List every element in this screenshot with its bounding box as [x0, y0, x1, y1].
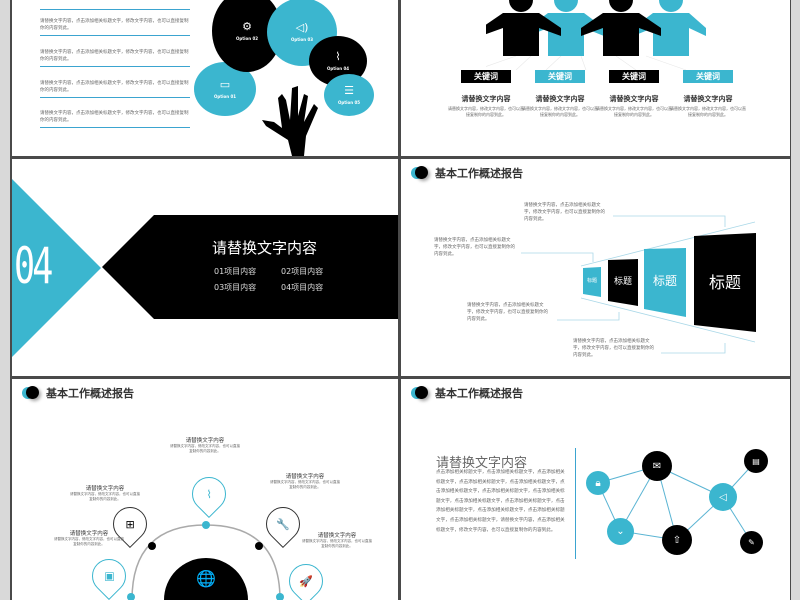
people-group-icon — [486, 0, 706, 70]
slide-thumbnail-5[interactable]: 基本工作概述报告 🌐 ⌇ ⊞ 🔧 ▣ 🚀 请替换文字内容请替换文字内容，修改文字… — [12, 379, 398, 600]
list-item — [40, 0, 190, 10]
keyword-badge-1: 关键词 — [461, 70, 511, 83]
section-title: 请替换文字内容 — [212, 239, 318, 257]
server-icon: ☰ — [344, 84, 354, 97]
speaker-icon: ◁) — [295, 21, 309, 34]
document-upload-icon: ⇧ — [662, 525, 692, 555]
keyword-text-3: 请替换文字内容请替换文字内容，修改文字内容，也可以直接复制你的内容到此。 — [596, 95, 672, 117]
arc-diagram — [127, 521, 284, 600]
content-title: 请替换文字内容 — [436, 456, 528, 471]
hand-icon — [262, 86, 318, 156]
keyword-badge-3: 关键词 — [609, 70, 659, 83]
keyword-text-4: 请替换文字内容请替换文字内容，修改文字内容，也可以直接复制你的内容到此。 — [670, 95, 746, 117]
mail-icon: ✉ — [642, 451, 672, 481]
list-item: 请替换文字内容，点击添加相关标题文字，修改文字内容，也可以直接复制你的内容到此。 — [40, 110, 190, 128]
arc-item-lower-right: 请替换文字内容请替换文字内容，修改文字内容，也可以直接复制你的内容到此。 — [302, 533, 372, 548]
funnel-diagram — [521, 215, 756, 354]
funnel-text-3: 请替换文字内容，点击添加相关标题文字，修改文字内容，也可以直接复制你的内容到此。 — [467, 303, 548, 322]
funnel-text-4: 请替换文字内容，点击添加相关标题文字，修改文字内容，也可以直接复制你的内容到此。 — [573, 339, 654, 358]
header-dot-icon — [22, 386, 44, 400]
header-dot-icon — [411, 166, 433, 180]
slide-thumbnail-4[interactable]: 基本工作概述报告 标题 标题 标题 标题 请替换文字内容，点击添加相关标题文字，… — [401, 159, 790, 376]
rocket-icon: 🚀 — [299, 574, 313, 588]
presentation-icon: ▣ — [103, 569, 115, 583]
keyword-badge-2: 关键词 — [535, 70, 585, 83]
slide-header: 基本工作概述报告 — [411, 385, 523, 401]
content-body: 点击添加相关标题文字，点击添加相关标题文字，点击添加相关标题文字，点击添加相关标… — [436, 470, 565, 533]
gear-icon: ⚙ — [242, 20, 252, 33]
slide-thumbnail-1[interactable]: 请替换文字内容，点击添加相关标题文字，修改文字内容，也可以直接复制你的内容到此。… — [12, 0, 398, 156]
slide-header: 基本工作概述报告 — [411, 165, 523, 181]
share-icon: ⌄ — [607, 518, 634, 545]
slide-thumbnail-2[interactable]: 关键词 关键词 关键词 关键词 请替换文字内容请替换文字内容，修改文字内容，也可… — [401, 0, 790, 156]
slide-thumbnail-3[interactable]: 04 请替换文字内容 01项目内容 02项目内容 03项目内容 04项目内容 — [12, 159, 398, 376]
list-item: 请替换文字内容，点击添加相关标题文字，修改文字内容，也可以直接复制你的内容到此。 — [40, 18, 190, 36]
header-dot-icon — [411, 386, 433, 400]
option-bubble-5: ☰ Option 05 — [324, 74, 374, 116]
paperclip-icon: ⌇ — [335, 50, 341, 63]
slide-header: 基本工作概述报告 — [22, 385, 134, 401]
laptop-icon: ▭ — [219, 78, 231, 91]
keyword-text-2: 请替换文字内容请替换文字内容，修改文字内容，也可以直接复制你的内容到此。 — [522, 95, 598, 117]
funnel-label-4: 标题 — [708, 273, 741, 292]
note-icon: ▤ — [744, 449, 768, 473]
slide-thumbnail-6[interactable]: 基本工作概述报告 请替换文字内容 点击添加相关标题文字，点击添加相关标题文字，点… — [401, 379, 790, 600]
paperclip-icon: ⌇ — [206, 487, 212, 501]
lock-icon: 🔒︎ — [586, 471, 610, 495]
arc-item-upper-right: 请替换文字内容请替换文字内容，修改文字内容，也可以直接复制你的内容到此。 — [270, 474, 340, 489]
list-item: 请替换文字内容，点击添加相关标题文字，修改文字内容，也可以直接复制你的内容到此。 — [40, 49, 190, 67]
wrench-icon: 🔧 — [276, 517, 290, 531]
section-items: 01项目内容 02项目内容 03项目内容 04项目内容 — [214, 267, 324, 292]
list-item: 请替换文字内容，点击添加相关标题文字，修改文字内容，也可以直接复制你的内容到此。 — [40, 80, 190, 98]
arc-item-lower-left: 请替换文字内容请替换文字内容，修改文字内容，也可以直接复制你的内容到此。 — [54, 531, 124, 546]
section-divider-shapes — [12, 179, 398, 357]
funnel-label-2: 标题 — [613, 277, 632, 287]
funnel-label-1: 标题 — [586, 278, 597, 284]
funnel-text-1: 请替换文字内容，点击添加相关标题文字，修改文字内容，也可以直接复制你的内容到此。 — [524, 203, 605, 222]
arc-item-upper-left: 请替换文字内容请替换文字内容，修改文字内容，也可以直接复制你的内容到此。 — [70, 486, 140, 501]
edit-document-icon: ✎ — [740, 531, 763, 554]
org-chart-icon: ⊞ — [125, 517, 135, 531]
keyword-text-1: 请替换文字内容请替换文字内容，修改文字内容，也可以直接复制你的内容到此。 — [448, 95, 524, 117]
section-number: 04 — [14, 237, 53, 295]
vertical-divider — [575, 448, 576, 559]
funnel-text-2: 请替换文字内容，点击添加相关标题文字，修改文字内容，也可以直接复制你的内容到此。 — [434, 238, 515, 257]
globe-icon: 🌐 — [196, 569, 216, 588]
speaker-icon: ◁ — [709, 483, 737, 511]
funnel-label-3: 标题 — [652, 274, 677, 288]
arc-item-top: 请替换文字内容请替换文字内容，修改文字内容，也可以直接复制你的内容到此。 — [170, 438, 240, 453]
keyword-badge-4: 关键词 — [683, 70, 733, 83]
